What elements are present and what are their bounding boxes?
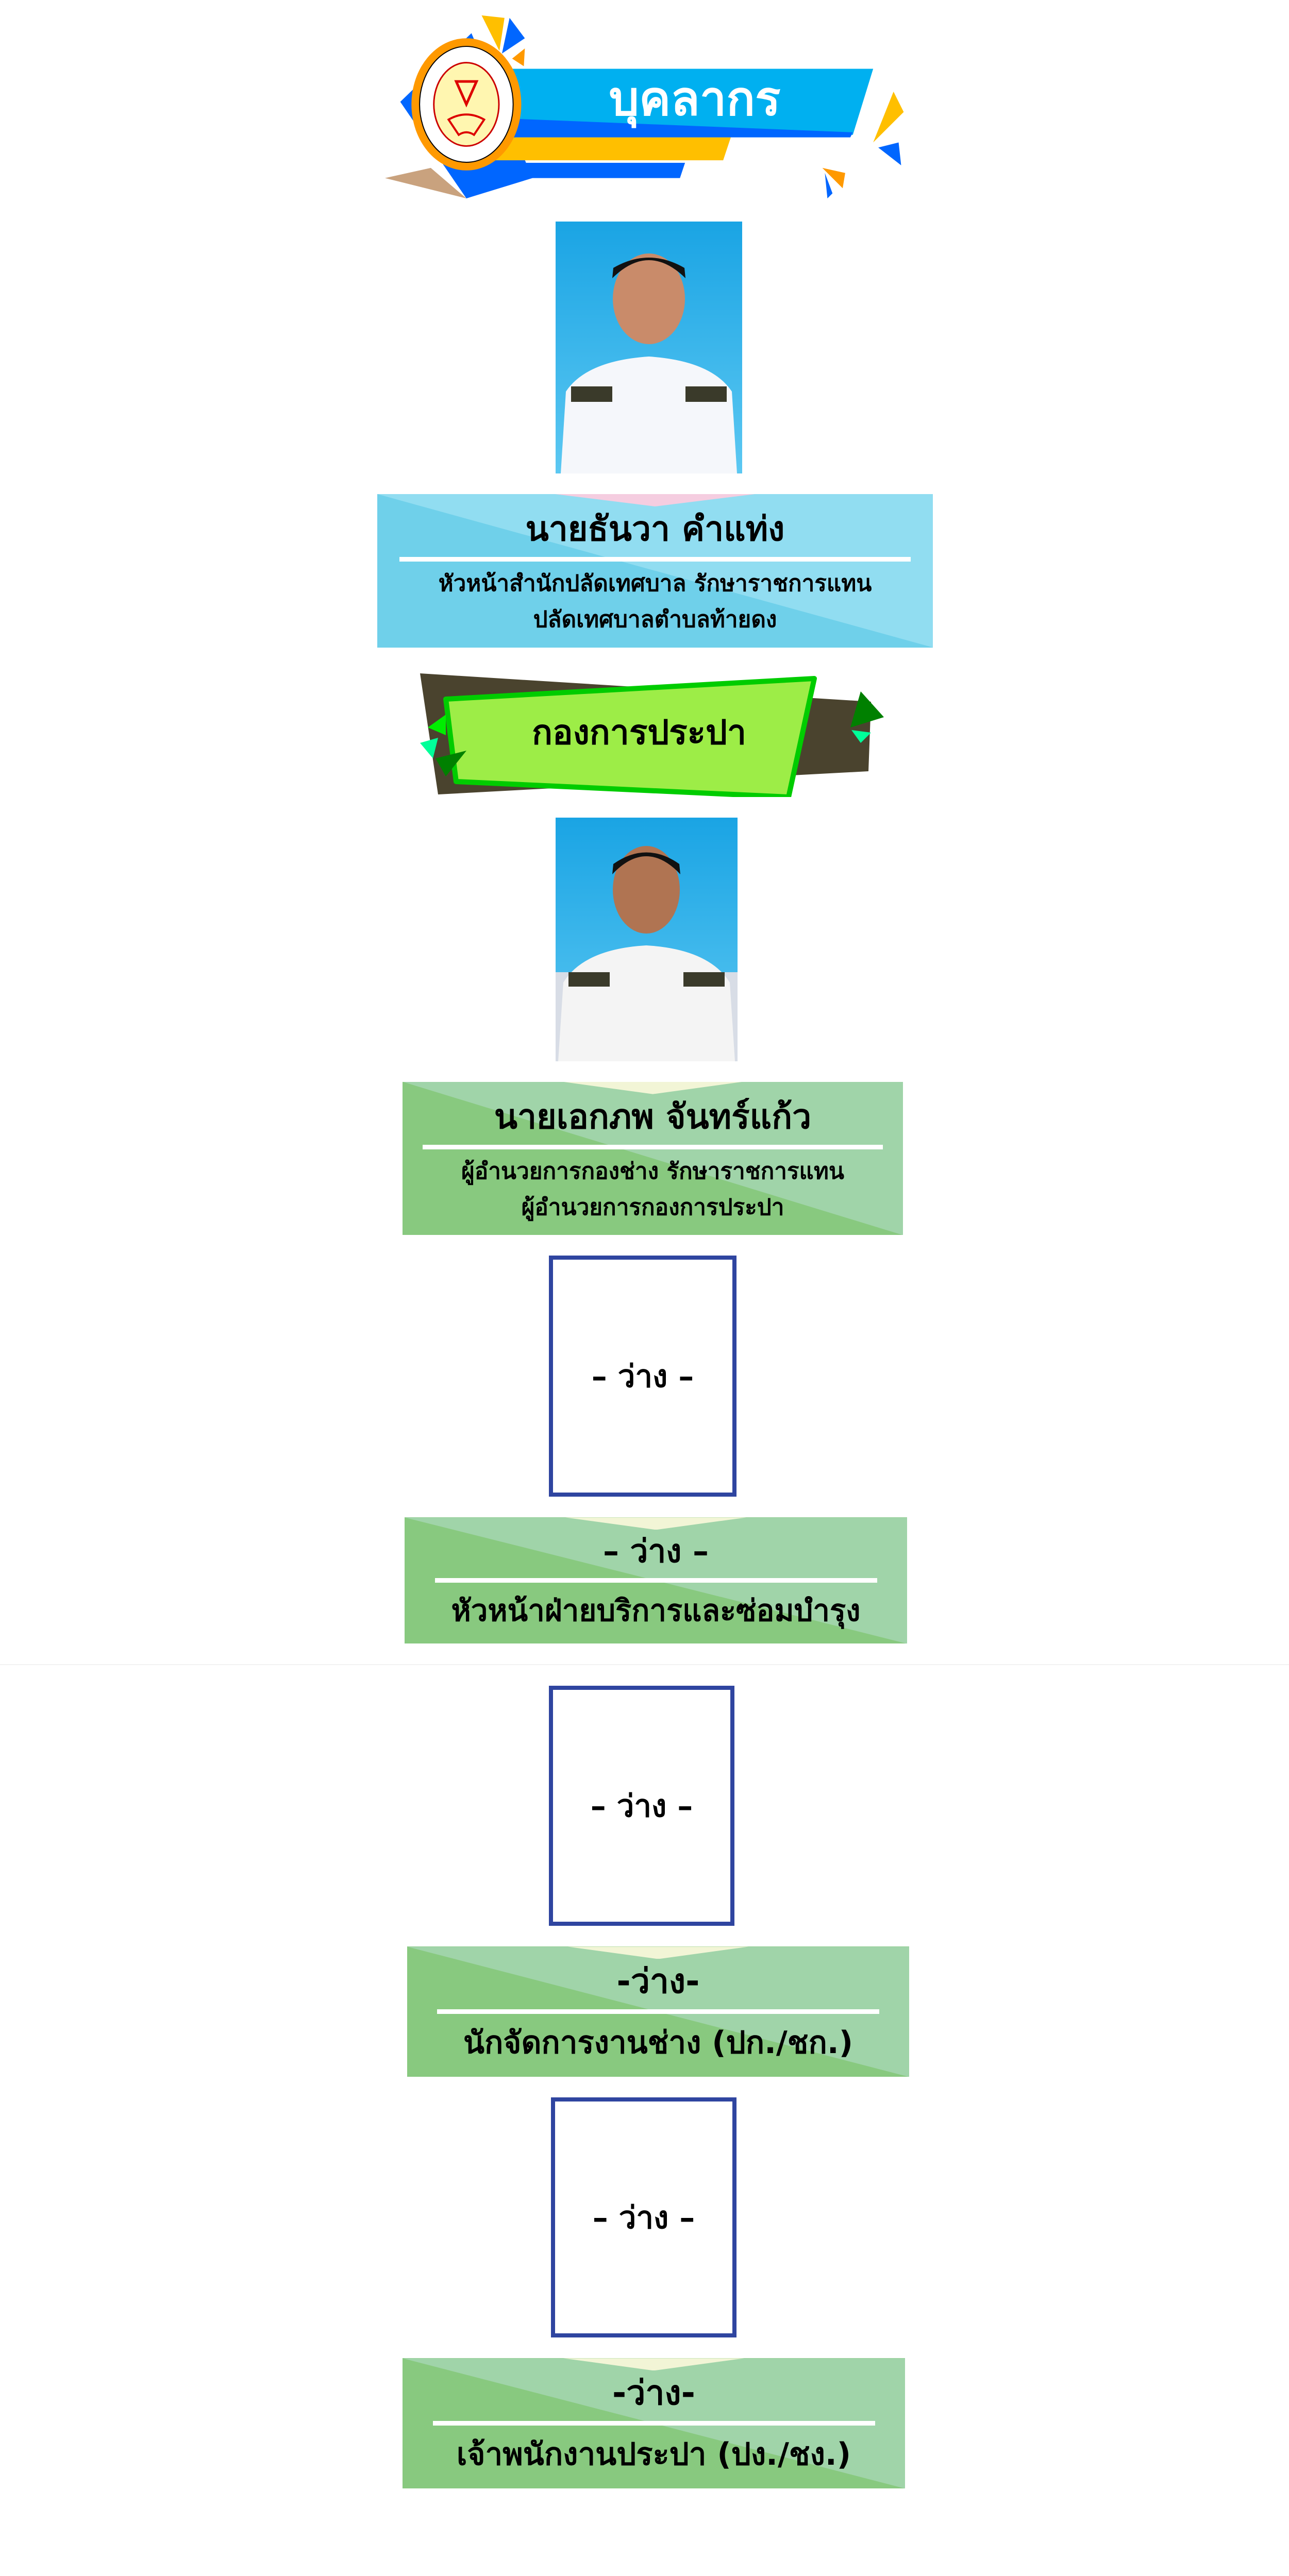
director-name: นายเอกภพ จันทร์แก้ว	[494, 1096, 812, 1137]
staff-name-card: – ว่าง – หัวหน้าฝ่ายบริการและซ่อมบำรุง	[405, 1517, 907, 1644]
staff-name: -ว่าง-	[616, 1961, 700, 2002]
chief-name-card: นายธันวา คำแท่ง หัวหน้าสำนักปลัดเทศบาล ร…	[377, 494, 933, 648]
staff-name-card: -ว่าง- นักจัดการงานช่าง (ปก./ชก.)	[407, 1946, 909, 2077]
director-photo	[556, 817, 738, 1061]
divider-line	[434, 1578, 877, 1583]
director-position-line1: ผู้อำนวยการกองช่าง รักษาราชการแทน	[461, 1158, 844, 1184]
person-portrait-icon	[556, 845, 738, 1061]
person-portrait-icon	[561, 253, 737, 473]
staff-position: หัวหน้าฝ่ายบริการและซ่อมบำรุง	[451, 1592, 861, 1628]
divider-line	[399, 556, 911, 562]
director-position-line2: ผู้อำนวยการกองการประปา	[521, 1194, 784, 1221]
staff-name: – ว่าง –	[602, 1532, 709, 1570]
section-divider	[0, 1664, 1289, 1666]
header-graphic	[385, 15, 904, 199]
page-content: บุคลากร นายธันวา คำแท่ง หัวหน้าสำนักปลัด…	[0, 10, 1289, 2489]
vacant-photo-placeholder: – ว่าง –	[551, 2097, 736, 2338]
divider-line	[437, 2009, 879, 2014]
division-banner: กองการประปา	[417, 668, 889, 800]
staff-position: เจ้าพนักงานประปา (ปง./ชง.)	[456, 2436, 851, 2473]
page-header-banner: บุคลากร	[361, 10, 943, 201]
staff-name: -ว่าง-	[612, 2373, 696, 2413]
chief-photo	[556, 222, 742, 473]
divider-line	[422, 1144, 883, 1149]
chief-name: นายธันวา คำแท่ง	[525, 509, 785, 549]
vacant-photo-placeholder: – ว่าง –	[549, 1686, 734, 1926]
chief-position-line1: หัวหน้าสำนักปลัดเทศบาล รักษาราชการแทน	[438, 570, 872, 597]
division-title: กองการประปา	[531, 712, 747, 752]
staff-name-card: -ว่าง- เจ้าพนักงานประปา (ปง./ชง.)	[403, 2358, 905, 2489]
header-title: บุคลากร	[609, 71, 781, 126]
banner-graphic	[420, 673, 884, 800]
vacant-photo-placeholder: – ว่าง –	[549, 1256, 736, 1497]
chief-position-line2: ปลัดเทศบาลตำบลท้ายดง	[533, 606, 777, 633]
divider-line	[432, 2421, 875, 2426]
director-name-card: นายเอกภพ จันทร์แก้ว ผู้อำนวยการกองช่าง ร…	[403, 1081, 903, 1235]
staff-position: นักจัดการงานช่าง (ปก./ชก.)	[463, 2025, 853, 2061]
